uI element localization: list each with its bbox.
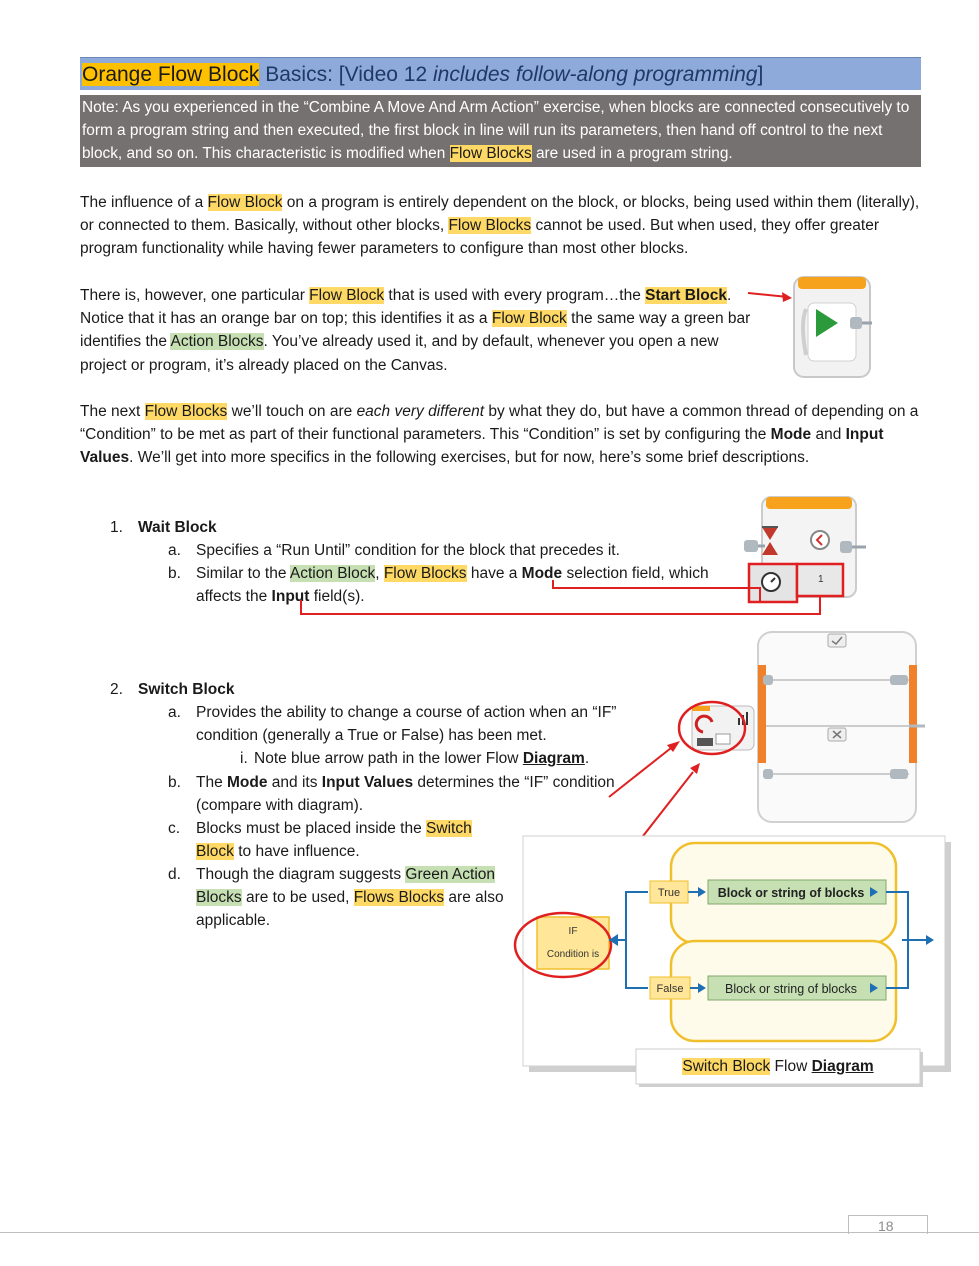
italic-text: each very different bbox=[356, 403, 485, 420]
title-video-italic: includes follow-along programming bbox=[432, 63, 758, 86]
bold-input-values: Input Values bbox=[321, 774, 414, 791]
text: are to be used, bbox=[241, 889, 354, 906]
start-block-image bbox=[747, 276, 872, 378]
intro-paragraph: The influence of a Flow Block on a progr… bbox=[80, 191, 925, 261]
switch-block-item-a: Provides the ability to change a course … bbox=[196, 704, 617, 744]
bold-input: Input bbox=[271, 588, 310, 605]
text: . We’ll get into more specifics in the f… bbox=[129, 449, 810, 467]
text: Blocks must be placed inside the bbox=[196, 820, 427, 837]
wait-block-item-a: Specifies a “Run Until” condition for th… bbox=[196, 542, 620, 559]
text: we’ll touch on are bbox=[227, 403, 357, 420]
text: on a program is entirely dependent on th… bbox=[80, 194, 920, 235]
text: . You’ve already used it, and by default… bbox=[80, 333, 719, 374]
highlight-flow-block: Flow Block bbox=[491, 310, 567, 328]
text: the same way a green bar identifies the bbox=[80, 310, 751, 351]
text: The next bbox=[80, 403, 145, 420]
wait-block-image: 1 bbox=[300, 496, 866, 615]
wait-block-item-b: Similar to the Action Block, Flow Blocks… bbox=[196, 562, 736, 608]
note-highlight: Flow Blocks bbox=[449, 145, 532, 162]
highlight-flow-blocks: Flow Blocks bbox=[448, 217, 532, 235]
list-letter: a. bbox=[168, 704, 181, 721]
text: Notice that it has an orange bar on top;… bbox=[80, 310, 492, 328]
switch-block-item-b: The Mode and its Input Values determines… bbox=[196, 771, 646, 817]
text: , bbox=[375, 565, 384, 582]
note-text-end: are used in a program string. bbox=[531, 145, 733, 162]
text: Note blue arrow path in the lower Flow bbox=[254, 750, 523, 767]
caption-text: Flow bbox=[770, 1058, 812, 1075]
switch-block-item-d: Though the diagram suggests Green Action… bbox=[196, 863, 511, 932]
text: and its bbox=[267, 774, 322, 791]
text: selection field, which bbox=[562, 565, 709, 582]
note-box: Note: As you experienced in the “Combine… bbox=[80, 95, 921, 167]
highlight-flow-block: Flow Block bbox=[309, 287, 385, 304]
list-letter: b. bbox=[168, 565, 181, 582]
highlight-flow-blocks: Flow Blocks bbox=[383, 565, 467, 582]
highlight-action-blocks: Action Blocks bbox=[170, 333, 264, 351]
text: have a bbox=[466, 565, 522, 582]
highlight-flow-block: Flow Block bbox=[207, 194, 283, 211]
true-label: True bbox=[658, 887, 680, 899]
highlight-flows-blocks: Flows Blocks bbox=[353, 889, 445, 906]
bold-diagram: Diagram bbox=[522, 750, 585, 767]
bold-input-values: Input Values bbox=[80, 426, 884, 467]
text: . bbox=[584, 750, 590, 767]
caption-switch-block: Switch Block bbox=[682, 1058, 771, 1075]
false-block-label: Block or string of blocks bbox=[725, 982, 857, 996]
title-basics-text: Basics: bbox=[259, 63, 333, 86]
title-video-text: [Video 12 bbox=[332, 63, 433, 86]
condition-label: Condition is bbox=[547, 949, 599, 960]
title-orange-text: Orange Flow Block bbox=[82, 63, 260, 86]
list-letter: d. bbox=[168, 866, 181, 883]
list-number: 1. bbox=[110, 519, 123, 536]
highlight-flow-blocks: Flow Blocks bbox=[144, 403, 228, 420]
conditions-paragraph: The next Flow Blocks we’ll touch on are … bbox=[80, 400, 925, 470]
bold-mode: Mode bbox=[770, 426, 812, 444]
text: to have influence. bbox=[233, 843, 360, 860]
text: Though the diagram suggests bbox=[196, 866, 406, 883]
footer-tab bbox=[848, 1215, 928, 1234]
start-block-paragraph: There is, however, one particular Flow B… bbox=[80, 284, 760, 377]
switch-block-image bbox=[590, 631, 925, 904]
list-letter: a. bbox=[168, 542, 181, 559]
true-block-label: Block or string of blocks bbox=[718, 886, 865, 900]
switch-block-item-a-i: Note blue arrow path in the lower Flow D… bbox=[254, 747, 589, 770]
text: that is used with every program…the bbox=[384, 287, 646, 304]
footer-line bbox=[0, 1232, 979, 1233]
if-label: IF bbox=[569, 926, 578, 937]
switch-block-heading: Switch Block bbox=[138, 681, 235, 698]
text: determines the “IF” condition (compare w… bbox=[196, 774, 615, 814]
text: . bbox=[727, 287, 732, 304]
section-title: Orange Flow Block Basics: [Video 12 incl… bbox=[80, 57, 921, 90]
list-letter: b. bbox=[168, 774, 181, 791]
switch-flow-diagram: IF Condition is True False Block or stri… bbox=[513, 835, 951, 1087]
highlight-action-block: Action Block bbox=[289, 565, 376, 582]
note-text: Note: As you experienced in the “Combine… bbox=[82, 99, 910, 162]
diagram-caption: Switch Block Flow Diagram bbox=[636, 1055, 920, 1078]
wait-block-heading: Wait Block bbox=[138, 519, 217, 536]
wait-input-value: 1 bbox=[818, 574, 824, 585]
false-label: False bbox=[657, 983, 684, 995]
text: Similar to the bbox=[196, 565, 290, 582]
switch-block-item-c: Blocks must be placed inside the Switch … bbox=[196, 817, 496, 863]
text: There is, however, one particular bbox=[80, 287, 310, 304]
text: and bbox=[811, 426, 846, 444]
list-letter: c. bbox=[168, 820, 181, 837]
text: are also applicable. bbox=[196, 889, 504, 929]
highlight-start-block: Start Block bbox=[645, 287, 727, 304]
bold-mode: Mode bbox=[521, 565, 563, 582]
page-number: 18 bbox=[878, 1218, 894, 1234]
bold-mode: Mode bbox=[227, 774, 268, 791]
text: affects the bbox=[196, 588, 272, 605]
text: The bbox=[196, 774, 228, 791]
title-video-suffix: ] bbox=[757, 63, 764, 86]
text: field(s). bbox=[309, 588, 365, 605]
list-number: 2. bbox=[110, 681, 123, 698]
text: by what they do, but have a common threa… bbox=[80, 403, 919, 444]
text: cannot be used. But when used, they offe… bbox=[80, 217, 879, 258]
caption-diagram: Diagram bbox=[811, 1058, 874, 1075]
list-roman: i. bbox=[240, 750, 248, 767]
text: The influence of a bbox=[80, 194, 208, 211]
